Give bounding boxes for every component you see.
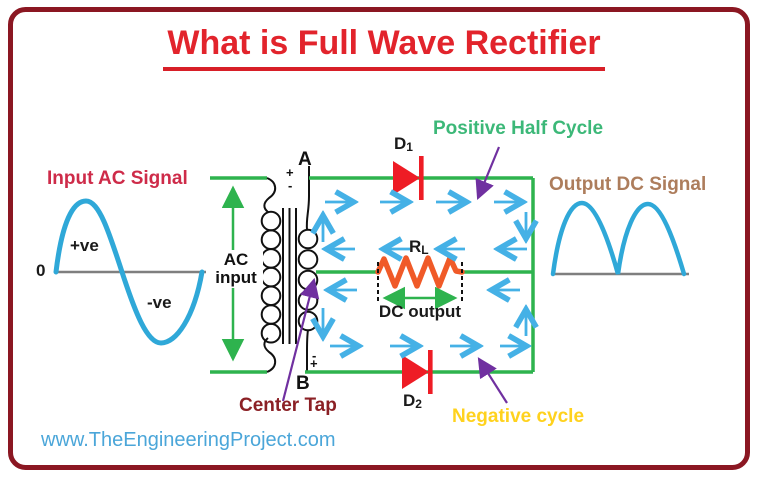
- ac-input-label: AC input: [209, 250, 263, 288]
- primary-bottom-lead: [263, 337, 277, 373]
- current-flow-arrows: [323, 202, 527, 346]
- page-title-wrap: What is Full Wave Rectifier: [0, 24, 768, 71]
- diode-d1-icon: [393, 156, 424, 200]
- website-watermark: www.TheEngineeringProject.com: [41, 429, 336, 451]
- annotation-arrows: [281, 146, 508, 404]
- zero-label: 0: [36, 261, 46, 280]
- dc-output-bracket: [377, 262, 463, 310]
- terminal-b-minus: -: [312, 348, 317, 363]
- primary-supply-wires: [210, 176, 267, 374]
- terminal-a-minus: -: [288, 178, 293, 193]
- sine-wave-icon: [53, 198, 205, 346]
- negative-half-label-input: -ve: [147, 293, 172, 312]
- terminal-a-label: A: [298, 149, 312, 170]
- transformer-secondary-coil: [297, 228, 319, 332]
- input-ac-wave: [53, 198, 206, 346]
- terminal-b-plus: +: [310, 356, 318, 371]
- center-tap-arrow: [281, 277, 320, 402]
- input-signal-label: Input AC Signal: [47, 168, 188, 189]
- diode2-label: D2: [403, 391, 422, 411]
- terminal-b-label: B: [296, 373, 310, 394]
- page-title: What is Full Wave Rectifier: [163, 24, 605, 71]
- positive-half-label-input: +ve: [70, 236, 99, 255]
- load-resistor-icon: [375, 255, 465, 289]
- rectified-wave-icon: [550, 200, 687, 277]
- output-dc-wave: [550, 200, 689, 277]
- transformer: [260, 166, 319, 373]
- primary-top-lead: [263, 177, 277, 213]
- terminal-a-plus: +: [286, 165, 294, 180]
- output-signal-label: Output DC Signal: [549, 174, 707, 195]
- frame-border: [8, 7, 750, 470]
- dc-output-label: DC output: [378, 302, 462, 321]
- center-tap-label: Center Tap: [239, 395, 337, 416]
- negative-cycle-arrow: [477, 357, 508, 404]
- positive-half-cycle-label: Positive Half Cycle: [433, 118, 604, 139]
- secondary-bottom-lead: [306, 329, 309, 372]
- diode-d2-icon: [402, 350, 433, 394]
- negative-cycle-label: Negative cycle: [452, 406, 585, 427]
- transformer-core: [282, 208, 297, 344]
- positive-half-arrow: [475, 146, 501, 201]
- load-resistor-label: RL: [409, 237, 429, 257]
- diode1-label: D1: [394, 134, 413, 154]
- transformer-primary-coil: [260, 210, 282, 344]
- secondary-top-lead: [305, 166, 310, 231]
